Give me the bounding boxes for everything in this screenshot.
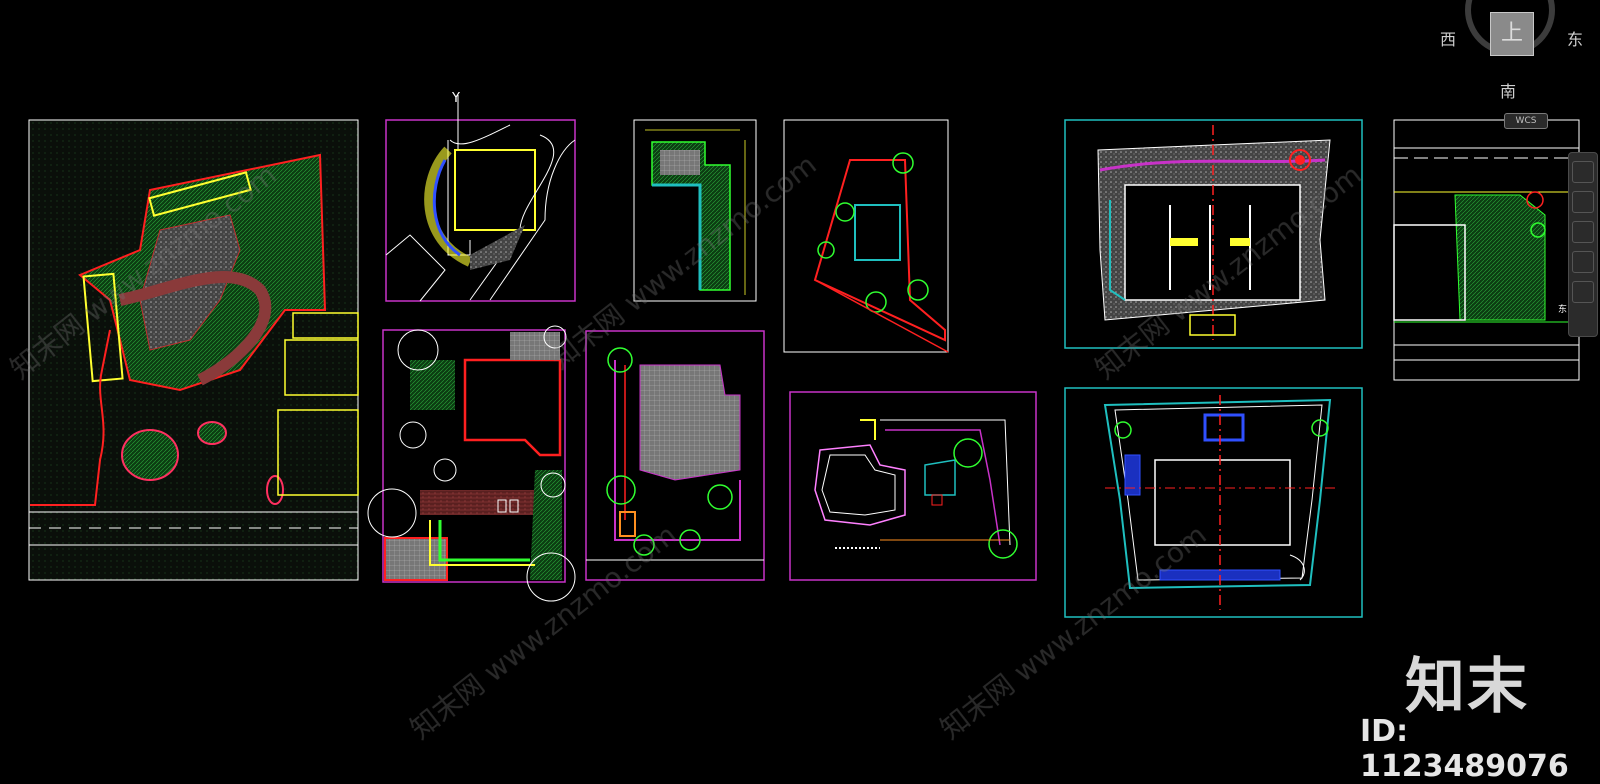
- watermark-id: ID: 1123489076: [1360, 714, 1569, 784]
- watermark-diagonal-4: 知末网 www.znzmo.com: [934, 518, 1213, 746]
- sheet-master-plan[interactable]: [28, 119, 359, 581]
- east-marker-label: 东: [1558, 303, 1567, 315]
- full-navigation-wheel-icon[interactable]: [1572, 161, 1594, 183]
- showmotion-icon[interactable]: [1572, 281, 1594, 303]
- sheet-grey-building[interactable]: [585, 330, 765, 581]
- orbit-icon[interactable]: [1572, 251, 1594, 273]
- sheet-l-plan[interactable]: [633, 119, 757, 302]
- wcs-menu-button[interactable]: WCS: [1504, 113, 1548, 129]
- viewcube-east-label[interactable]: 东: [1567, 30, 1584, 49]
- sheet-residence-bottom[interactable]: [1064, 387, 1363, 618]
- sheet-residence-top[interactable]: [1064, 119, 1363, 349]
- sheet-site-curve[interactable]: Y: [385, 91, 576, 302]
- pan-icon[interactable]: [1572, 191, 1594, 213]
- sheet-right-strip[interactable]: 东: [1393, 119, 1580, 381]
- sheet-wedge[interactable]: [783, 119, 949, 353]
- viewcube-west-label[interactable]: 西: [1440, 30, 1457, 49]
- viewcube[interactable]: 上 西 东 南: [1440, 0, 1584, 110]
- sheet-villa[interactable]: [789, 391, 1037, 581]
- sheet-magenta-plan[interactable]: [367, 325, 576, 602]
- viewcube-top-face[interactable]: 上: [1490, 12, 1534, 56]
- viewcube-south-label[interactable]: 南: [1500, 82, 1517, 101]
- navigation-bar[interactable]: [1568, 152, 1598, 337]
- watermark-logo: 知末: [1405, 652, 1529, 722]
- ucs-y-label: Y: [451, 91, 460, 106]
- zoom-icon[interactable]: [1572, 221, 1594, 243]
